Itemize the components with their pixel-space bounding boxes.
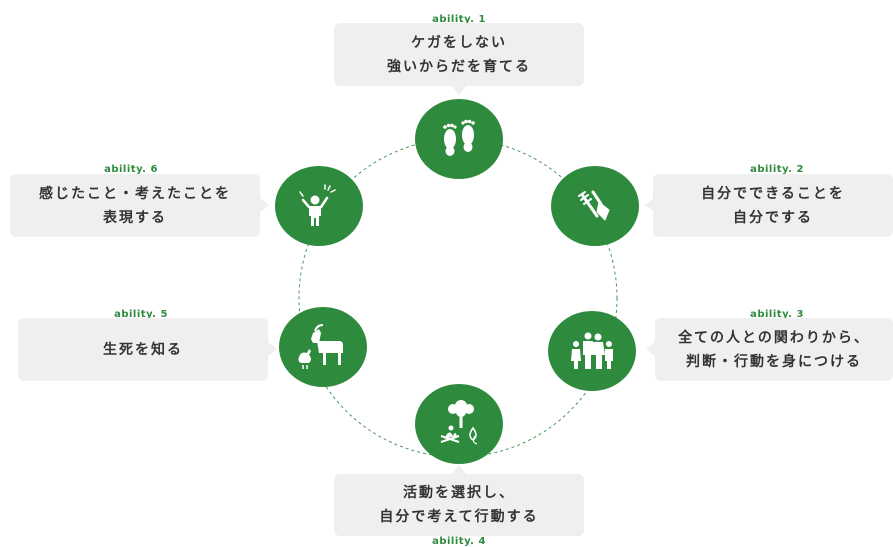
ability-1-label: ability. 1 [432, 14, 486, 25]
goat-chicken-icon [298, 324, 343, 369]
child-expression-icon [299, 184, 336, 226]
family-icon [571, 332, 613, 369]
ability-2-pointer [645, 198, 654, 212]
ability-5-card: 生死を知る [18, 318, 268, 381]
ability-4-label: ability. 4 [432, 536, 486, 547]
ability-4-pointer [452, 465, 466, 474]
ability-2-node [551, 166, 639, 246]
ability-4-text: 活動を選択し、 自分で考えて行動する [379, 485, 539, 525]
footprints-icon [443, 119, 475, 156]
ability-3-card: 全ての人との関わりから、 判断・行動を身につける [655, 318, 893, 381]
ability-2-label: ability. 2 [750, 164, 804, 175]
ability-5-node [279, 307, 367, 387]
garden-tools-icon [578, 190, 610, 221]
tree-campfire-icon [440, 400, 478, 445]
ability-2-text: 自分でできることを 自分でする [701, 185, 845, 226]
ability-5-pointer [268, 342, 277, 356]
ability-5-text: 生死を知る [103, 341, 183, 358]
ability-4-card: 活動を選択し、 自分で考えて行動する [334, 474, 584, 536]
ability-6-text: 感じたこと・考えたことを 表現する [39, 185, 231, 226]
ability-5-label: ability. 5 [114, 309, 168, 320]
ability-6-node [275, 166, 363, 246]
ability-1-pointer [452, 86, 466, 95]
ability-3-label: ability. 3 [750, 309, 804, 320]
ability-1-text: ケガをしない 強いからだを育てる [387, 34, 531, 75]
ability-1-node [415, 99, 503, 179]
ability-6-label: ability. 6 [104, 164, 158, 175]
ability-3-pointer [646, 342, 655, 356]
ability-3-node [548, 311, 636, 391]
ability-6-card: 感じたこと・考えたことを 表現する [10, 174, 260, 237]
ability-3-text: 全ての人との関わりから、 判断・行動を身につける [678, 329, 870, 370]
ability-1-card: ケガをしない 強いからだを育てる [334, 23, 584, 86]
ability-6-pointer [260, 198, 269, 212]
ability-4-node [415, 384, 503, 464]
ability-2-card: 自分でできることを 自分でする [653, 174, 893, 237]
